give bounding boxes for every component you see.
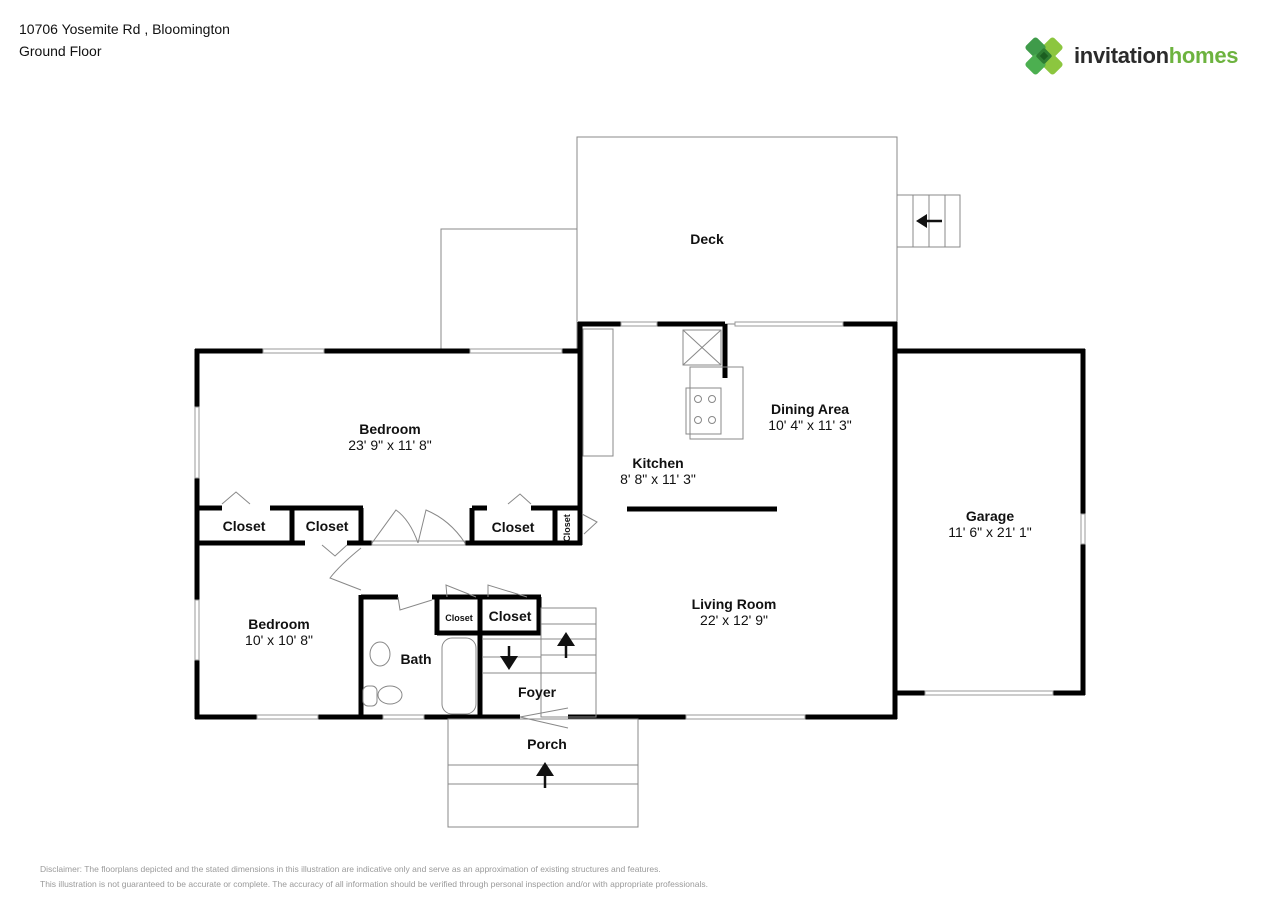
room-name: Garage [965,508,1015,524]
room-name: Deck [690,231,724,247]
room-name: Bedroom [359,421,421,437]
room-name: Closet [305,518,349,534]
room-name: Porch [527,736,567,752]
arrow-up-icon [536,762,554,788]
room-name: Closet [562,514,572,542]
room-foyer: Foyer [518,684,556,700]
invitation-homes-logo: invitationhomes [1022,34,1239,78]
arrow-left-icon [916,214,942,228]
room-name: Closet [491,519,535,535]
room-bath: Bath [400,651,431,667]
room-deck: Deck [690,231,723,247]
arrow-up-icon [557,632,575,658]
disclaimer-line-2: This illustration is not guaranteed to b… [40,879,708,889]
property-address: 10706 Yosemite Rd , Bloomington [19,21,230,37]
room-dimensions: 23' 9" x 11' 8" [348,437,432,453]
logo-word-invitation: invitation [1074,43,1169,68]
room-porch: Porch [527,736,567,752]
room-name: Closet [222,518,266,534]
clover-logo-icon [1025,37,1063,75]
deck-outline [576,136,898,325]
room-closet-3: Closet [492,519,535,535]
floor-label: Ground Floor [19,43,102,59]
room-name: Bath [400,651,432,667]
room-dimensions: 22' x 12' 9" [700,612,768,628]
room-closet-4: Closet [559,514,575,542]
room-closet-6: Closet [489,608,532,624]
room-name: Bedroom [248,616,310,632]
room-closet-1: Closet [223,518,266,534]
room-name: Kitchen [632,455,684,471]
deck-stairs [896,194,961,248]
doors [221,328,744,828]
room-dimensions: 11' 6" x 21' 1" [948,524,1032,540]
arrow-down-icon [500,646,518,670]
room-dimensions: 10' 4" x 11' 3" [768,417,852,433]
room-name: Closet [488,608,532,624]
room-name: Closet [445,613,473,623]
room-name: Living Room [691,596,777,612]
disclaimer-line-1: Disclaimer: The floorplans depicted and … [40,864,661,874]
patio-outline [440,228,578,352]
room-dimensions: 10' x 10' 8" [245,632,313,648]
stair-arrows [500,632,575,788]
room-name: Foyer [517,684,557,700]
room-closet-5: Closet [445,610,473,626]
room-closet-2: Closet [306,518,349,534]
room-dimensions: 8' 8" x 11' 3" [620,471,696,487]
logo-word-homes: homes [1168,43,1239,68]
room-name: Dining Area [770,401,850,417]
windows [194,321,1086,720]
